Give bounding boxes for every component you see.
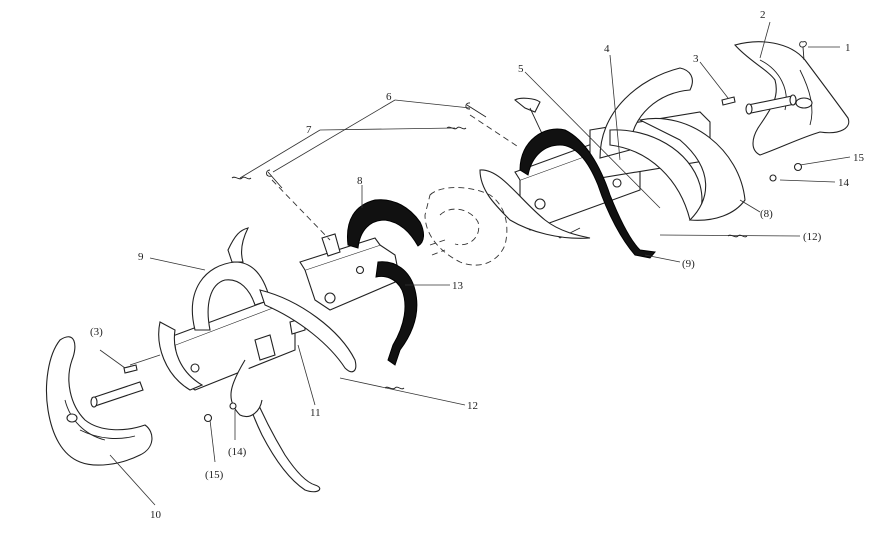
- assembly-dashed-lines: [271, 114, 521, 241]
- callout-15: 15: [853, 152, 865, 164]
- callout-14: 14: [838, 177, 850, 189]
- right-solid-tine: [519, 128, 656, 259]
- right-tines: [479, 67, 746, 239]
- left-side-disk-plate: [45, 336, 153, 466]
- callout-12-paren: (12): [803, 231, 822, 243]
- callout-1: 1: [845, 42, 851, 54]
- callout-5: 5: [518, 63, 524, 75]
- callout-3-paren: (3): [90, 326, 103, 338]
- callout-9-paren: (9): [682, 258, 695, 270]
- callout-15-paren: (15): [205, 469, 224, 481]
- right-shaft-pin: [745, 94, 797, 115]
- callout-labels: 1 2 3 4 5 6 7 8 9 10 11 12 13 14 15 (3) …: [90, 9, 865, 521]
- hardware-small-parts: [123, 96, 803, 423]
- middle-solid-tine-lower: [375, 261, 418, 366]
- callout-9: 9: [138, 251, 144, 263]
- callout-12: 12: [467, 400, 478, 412]
- callout-13: 13: [452, 280, 464, 292]
- callout-6: 6: [386, 91, 392, 103]
- callout-4: 4: [604, 43, 610, 55]
- callout-2: 2: [760, 9, 766, 21]
- middle-tine-frame: [299, 233, 401, 311]
- dashed-hub-outline: [424, 187, 508, 266]
- left-shaft-pin: [90, 381, 144, 408]
- left-tines: [158, 227, 357, 493]
- callout-8: 8: [357, 175, 363, 187]
- callout-10: 10: [150, 509, 162, 521]
- callout-8-paren: (8): [760, 208, 773, 220]
- callout-11: 11: [310, 407, 321, 419]
- callout-14-paren: (14): [228, 446, 247, 458]
- leader-lines: [99, 21, 851, 506]
- callout-3: 3: [693, 53, 699, 65]
- callout-7: 7: [306, 124, 312, 136]
- clip-pin-1: [799, 41, 807, 61]
- left-tine-frame: [169, 297, 306, 391]
- middle-solid-tine-upper: [346, 199, 424, 249]
